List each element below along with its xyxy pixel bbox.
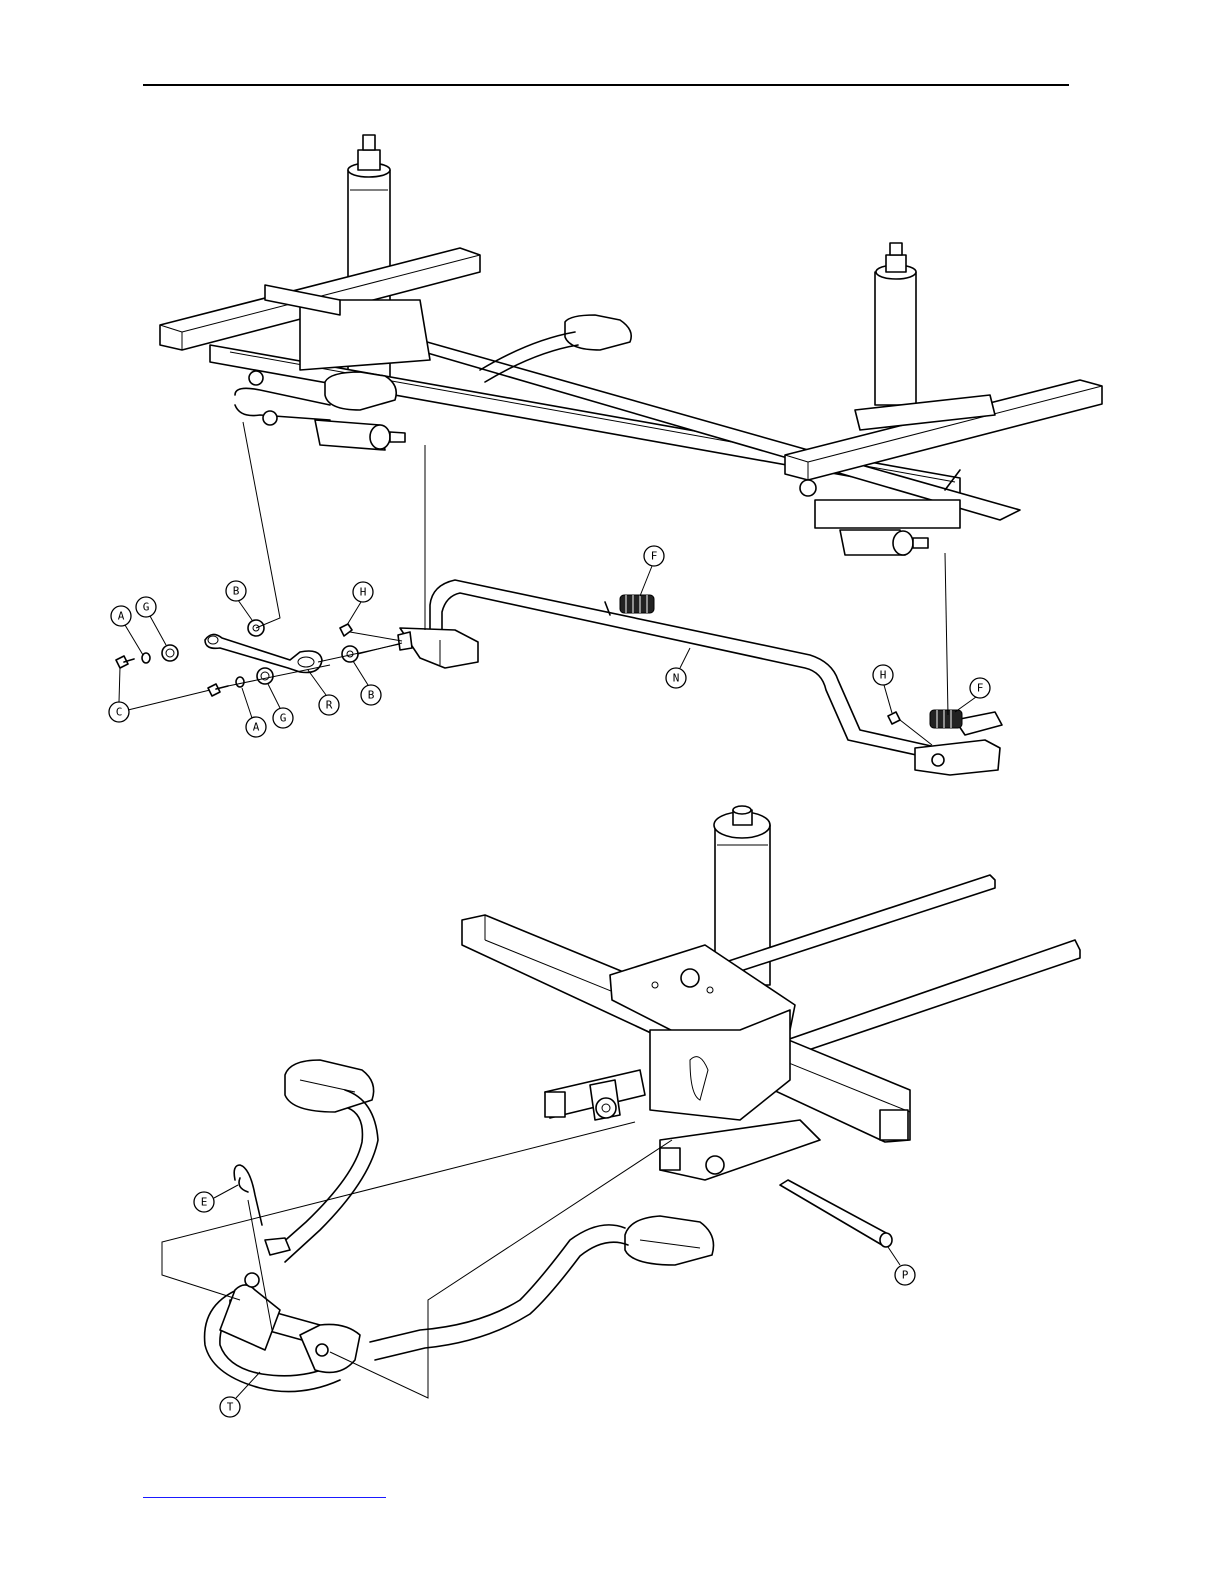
callout-B2: B: [353, 661, 381, 705]
callout-B1: B: [226, 581, 252, 620]
pedal-T: [205, 1060, 714, 1392]
callout-H1: H: [347, 582, 373, 625]
callout-label: C: [116, 706, 123, 719]
callout-label: H: [880, 669, 887, 682]
top-exploded-parts: [116, 620, 900, 724]
callout-R1: R: [308, 670, 339, 715]
callout-P1: P: [888, 1247, 915, 1285]
callout-G2: G: [268, 684, 293, 728]
callout-label: E: [201, 1196, 208, 1209]
spring-upper-icon: [605, 595, 654, 615]
callout-label: B: [233, 585, 240, 598]
callout-C1: C: [109, 667, 210, 722]
callout-label: P: [902, 1269, 909, 1282]
callout-H2: H: [873, 665, 893, 713]
pin-P: [780, 1180, 892, 1247]
brake-bar-N: [398, 580, 1002, 775]
callout-label: T: [227, 1401, 234, 1414]
callout-A2: A: [242, 688, 266, 737]
callout-label: R: [326, 699, 333, 712]
callout-label: B: [368, 689, 375, 702]
top-frame-assembly: [160, 135, 1102, 555]
bottom-leader-lines: [162, 1122, 672, 1398]
callout-T1: T: [220, 1372, 260, 1417]
callout-label: G: [280, 712, 287, 725]
spring-lower-icon: [930, 710, 962, 728]
callout-label: G: [143, 601, 150, 614]
callout-label: A: [118, 610, 125, 623]
footer-link-underline[interactable]: [143, 1497, 386, 1498]
callout-G1: G: [136, 597, 166, 645]
bottom-frame-assembly: [462, 806, 1080, 1180]
callout-E1: E: [194, 1185, 238, 1212]
callout-N1: N: [666, 648, 690, 688]
callout-label: H: [360, 586, 367, 599]
callout-F1: F: [640, 546, 664, 596]
callout-label: F: [977, 682, 984, 695]
callout-label: N: [673, 672, 680, 685]
callout-label: A: [253, 721, 260, 734]
callout-F2: F: [955, 678, 990, 712]
callout-label: F: [651, 550, 658, 563]
